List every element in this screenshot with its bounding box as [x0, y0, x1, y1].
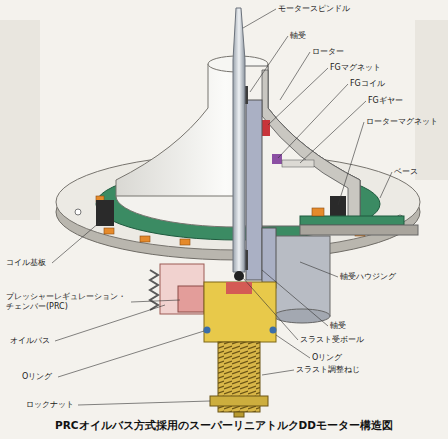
leader-lines	[52, 9, 392, 405]
bearing-housing	[262, 228, 276, 288]
coil-board-section	[300, 216, 404, 225]
o-ring	[204, 327, 211, 334]
fg-gear	[282, 160, 314, 167]
oil-bath	[160, 264, 204, 314]
part-label: ローターマグネット	[366, 117, 438, 127]
part-label: コイル基板	[6, 258, 46, 268]
thrust-ball	[234, 271, 244, 281]
base-section	[300, 225, 418, 235]
fg-magnet	[262, 120, 270, 136]
thrust-block	[204, 282, 276, 342]
part-label: FGコイル	[350, 79, 385, 89]
part-label: 軸受ハウジング	[340, 272, 396, 282]
spindle	[233, 8, 245, 272]
mount-hole	[75, 209, 81, 215]
part-label: スラスト調整ねじ	[296, 365, 360, 375]
part-label: オイルバス	[10, 336, 50, 346]
part-label: FGギヤー	[368, 96, 403, 106]
part-label: 軸受	[290, 31, 306, 41]
part-label: ローター	[312, 47, 344, 57]
coil-section	[312, 208, 324, 216]
bearing-housing	[246, 100, 262, 280]
rotor-section	[262, 70, 360, 224]
part-label: 軸受	[330, 321, 346, 331]
background-shape	[415, 20, 448, 180]
part-label: スラスト受ボール	[300, 335, 364, 345]
part-label: Oリング	[312, 353, 342, 363]
background-shape	[0, 20, 40, 220]
lock-nut	[210, 396, 268, 406]
rotor-magnet	[96, 200, 114, 226]
bellows	[150, 270, 158, 310]
part-label: プレッシャーレギュレーション・チェンバー(PRC)	[6, 292, 128, 312]
o-ring	[270, 327, 277, 334]
part-label: ロックナット	[26, 400, 74, 410]
part-label: ベース	[394, 167, 418, 177]
figure-caption: PRCオイルバス方式採用のスーパーリニアトルクDDモーター構造図	[0, 419, 448, 432]
part-label: モータースピンドル	[278, 4, 350, 14]
part-label: Oリング	[22, 372, 52, 382]
prc-chamber	[178, 286, 204, 312]
part-label: FGマグネット	[330, 63, 381, 73]
screw-end	[234, 412, 244, 417]
